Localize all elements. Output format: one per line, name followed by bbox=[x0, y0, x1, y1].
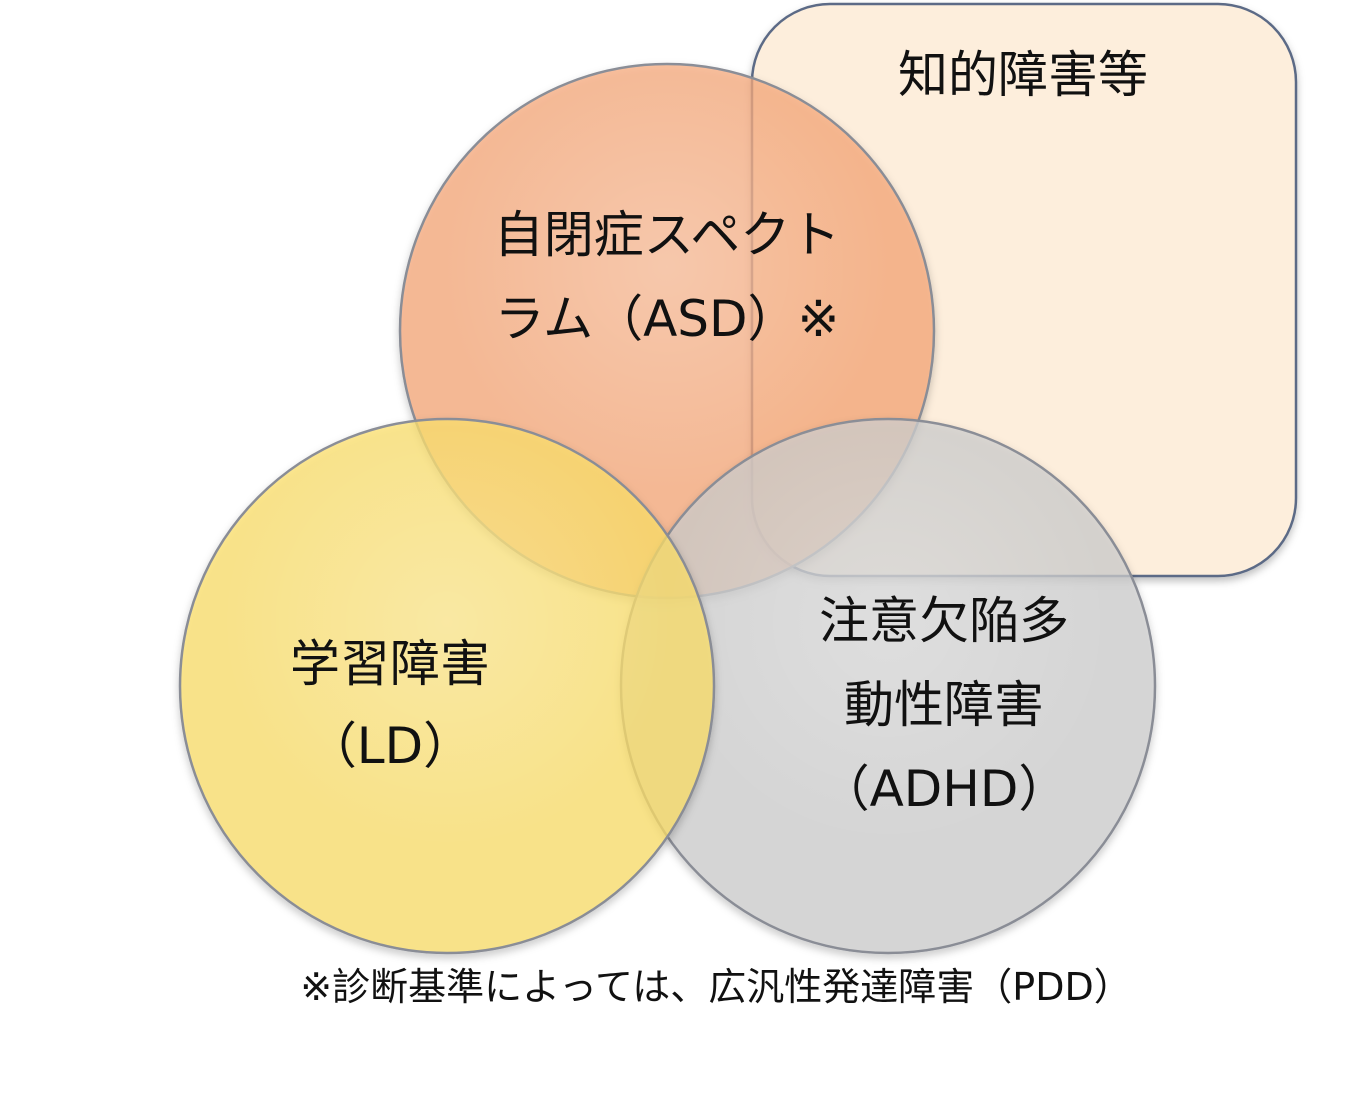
adhd-label-line1: 注意欠陥多 bbox=[819, 592, 1069, 650]
asd-label-line2: ラム（ASD）※ bbox=[495, 290, 840, 348]
footnote: ※診断基準によっては、広汎性発達障害（PDD） bbox=[300, 965, 1131, 1009]
ld-label-line2: （LD） bbox=[307, 717, 473, 775]
adhd-label-line3: （ADHD） bbox=[820, 760, 1069, 818]
ld-label-line1: 学習障害 bbox=[290, 635, 490, 693]
asd-label-line1: 自閉症スペクト bbox=[494, 206, 841, 264]
adhd-circle-highlight bbox=[621, 419, 1155, 953]
ld-circle-highlight bbox=[180, 419, 714, 953]
intellectual-disability-label: 知的障害等 bbox=[898, 46, 1148, 104]
adhd-label-line2: 動性障害 bbox=[844, 676, 1044, 734]
